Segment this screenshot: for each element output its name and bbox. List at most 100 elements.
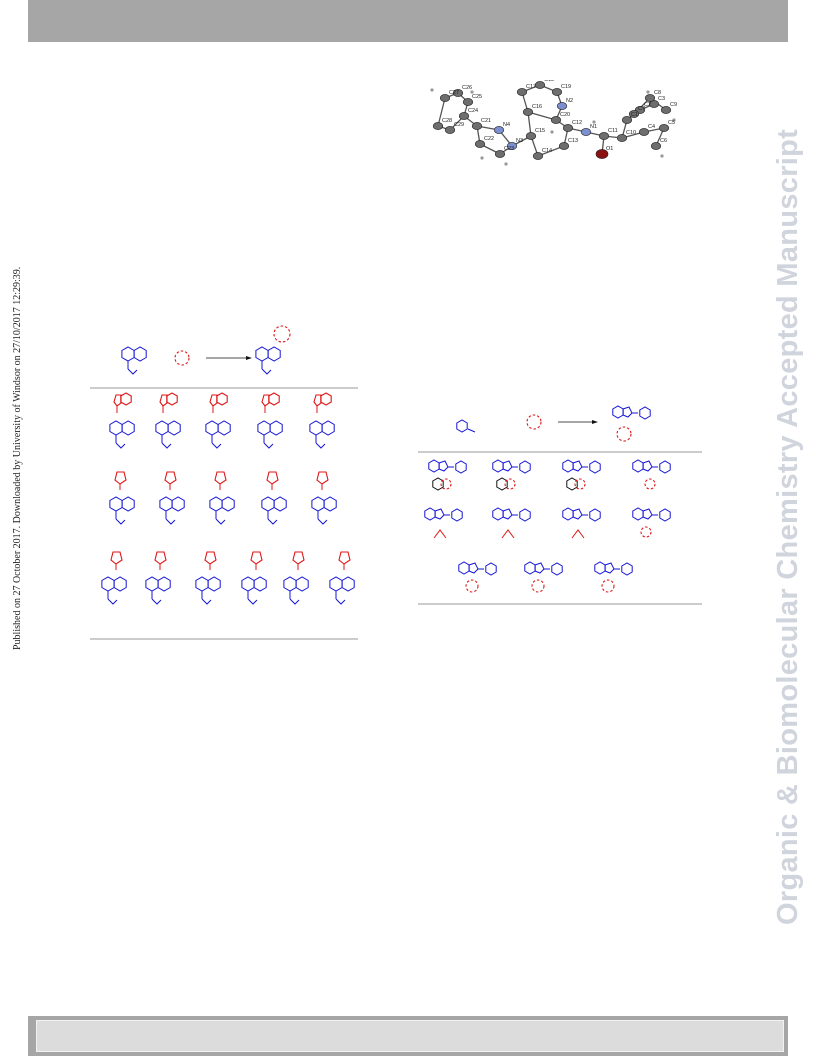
atom-label: C4 [648,124,655,130]
quinoline-ring [311,496,325,512]
quinoline-ring [329,576,343,592]
heteroarene-ring [110,551,123,565]
atom-label: C7 [638,106,645,112]
atom-label: N1 [590,124,597,130]
atom-label: C20 [560,112,570,118]
ortep-atom [506,142,518,150]
quinoline-ring [121,346,135,362]
quinoline-ring [145,576,159,592]
quinoline-ring [113,576,127,592]
amide-chain [151,598,162,605]
benzofuran-ring [432,477,444,491]
quinoline-ring [309,420,323,436]
heteroarene-ring [292,551,305,565]
atom-label: N4 [503,122,510,128]
atom-label: C18 [544,80,554,83]
furan-ring [159,394,168,407]
atom-label: C16 [532,104,542,110]
phenyl-ring [589,460,601,474]
atom-label: C11 [608,128,618,134]
amide-chain [211,442,222,449]
quinoline-ring [255,346,269,362]
imidazole-ring [438,460,449,472]
heteroarene-ring [250,551,263,565]
quinoline-ring [167,420,181,436]
heteroarene-ring [504,478,516,490]
atom-label: C24 [468,108,478,114]
atom-label: C21 [481,118,491,124]
atom-label: C12 [572,120,582,126]
phenyl-ring [639,406,651,420]
quinoline-ring [155,420,169,436]
imidazopyridine-ring [562,459,574,473]
amide-chain [335,598,346,605]
imidazole-ring [502,508,513,520]
amide-chain [315,442,326,449]
ortep-atom [493,126,505,134]
quinoline-ring [209,496,223,512]
atom-label: C23 [504,146,514,152]
ortep-hydrogen [592,120,596,124]
ortep-atom [525,132,537,140]
quinoline-ring [273,496,287,512]
quinoline-ring [253,576,267,592]
ortep-atom [462,98,474,106]
furan-ring [433,529,447,539]
quinoline-ring [195,576,209,592]
ortep-atom [494,150,506,158]
quinoline-ring [341,576,355,592]
quinoline-ring [241,576,255,592]
quinoline-ring [171,496,185,512]
benzofuran-ring [166,392,178,406]
heteroarene-ring [531,579,545,593]
ortep-atom [444,126,456,134]
imidazole-ring [622,406,633,418]
imidazole-ring [642,460,653,472]
methyl-bond [467,428,476,433]
ortep-atom [556,102,568,110]
heteroarene-ring [440,478,452,490]
ortep-atom [580,128,592,136]
heteroarene-ring [526,414,542,430]
atom-label: C28 [442,118,452,124]
pyridine-ring [456,419,468,433]
benzofuran-ring [120,392,132,406]
quinoline-ring [121,420,135,436]
imidazopyridine-ring [492,459,504,473]
imidazole-ring [534,562,545,574]
phenyl-ring [659,508,671,522]
heteroarene-ring [601,579,615,593]
atom-label: C25 [472,94,482,100]
ortep-hydrogen [646,90,650,94]
quinoline-ring [295,576,309,592]
benzofuran-ring [216,392,228,406]
heteroarene-ring [644,478,656,490]
atom-label: N3 [516,138,523,144]
furan-ring [313,394,322,407]
heteroarene-ring [616,426,632,442]
quinoline-ring [109,420,123,436]
quinoline-ring [267,346,281,362]
heteroarene-ring [574,478,586,490]
amide-chain [107,598,118,605]
quinoline-ring [261,496,275,512]
arrow-head [592,420,598,424]
ortep-hydrogen [470,90,474,94]
imidazole-ring [434,508,445,520]
ortep-bond [527,111,532,137]
phenyl-ring [485,562,497,576]
quinoline-ring [159,496,173,512]
imidazopyridine-ring [524,561,536,575]
quinoline-ring [121,496,135,512]
heteroarene-ring [640,526,652,538]
benzofuran-ring [566,477,578,491]
benzofuran-ring [268,392,280,406]
amide-chain [127,368,138,375]
imidazopyridine-ring [594,561,606,575]
atom-label: C27 [449,90,459,96]
phenyl-ring [519,508,531,522]
atom-label: C3 [658,96,665,102]
ortep-atom [516,88,528,96]
quinoline-ring [207,576,221,592]
aminoquinoline-scope-figure [90,325,358,640]
